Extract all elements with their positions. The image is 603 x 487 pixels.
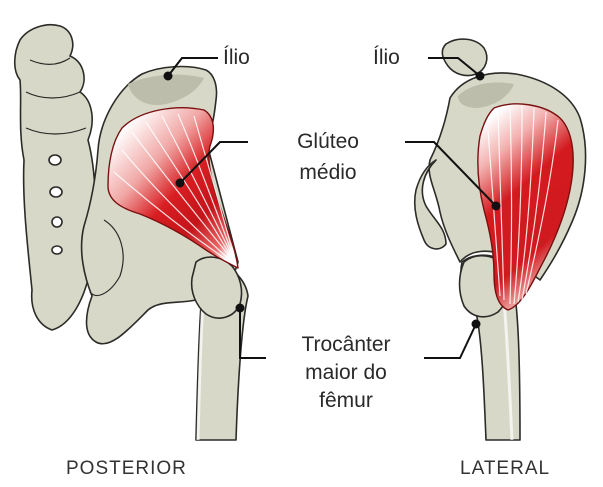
caption-lateral: LATERAL	[460, 458, 550, 480]
label-gluteo-medio: Glúteo médio	[275, 129, 381, 185]
leader-trocanter-lateral	[424, 324, 476, 358]
label-trocanter-maior: Trocânter maior do fêmur	[271, 332, 421, 413]
caption-posterior: POSTERIOR	[66, 458, 187, 480]
label-ilio-lateral: Ílio	[373, 45, 400, 70]
label-trocanter-line3: fêmur	[271, 388, 421, 413]
posterior-view-illustration	[15, 25, 248, 440]
label-trocanter-line1: Trocânter	[271, 332, 421, 357]
label-ilio-posterior: Ílio	[223, 45, 250, 70]
lateral-view-illustration	[415, 39, 586, 440]
label-gluteo-line1: Glúteo	[275, 129, 381, 154]
sacrum	[15, 25, 96, 330]
label-trocanter-line2: maior do	[271, 360, 421, 385]
label-gluteo-line2: médio	[275, 160, 381, 185]
